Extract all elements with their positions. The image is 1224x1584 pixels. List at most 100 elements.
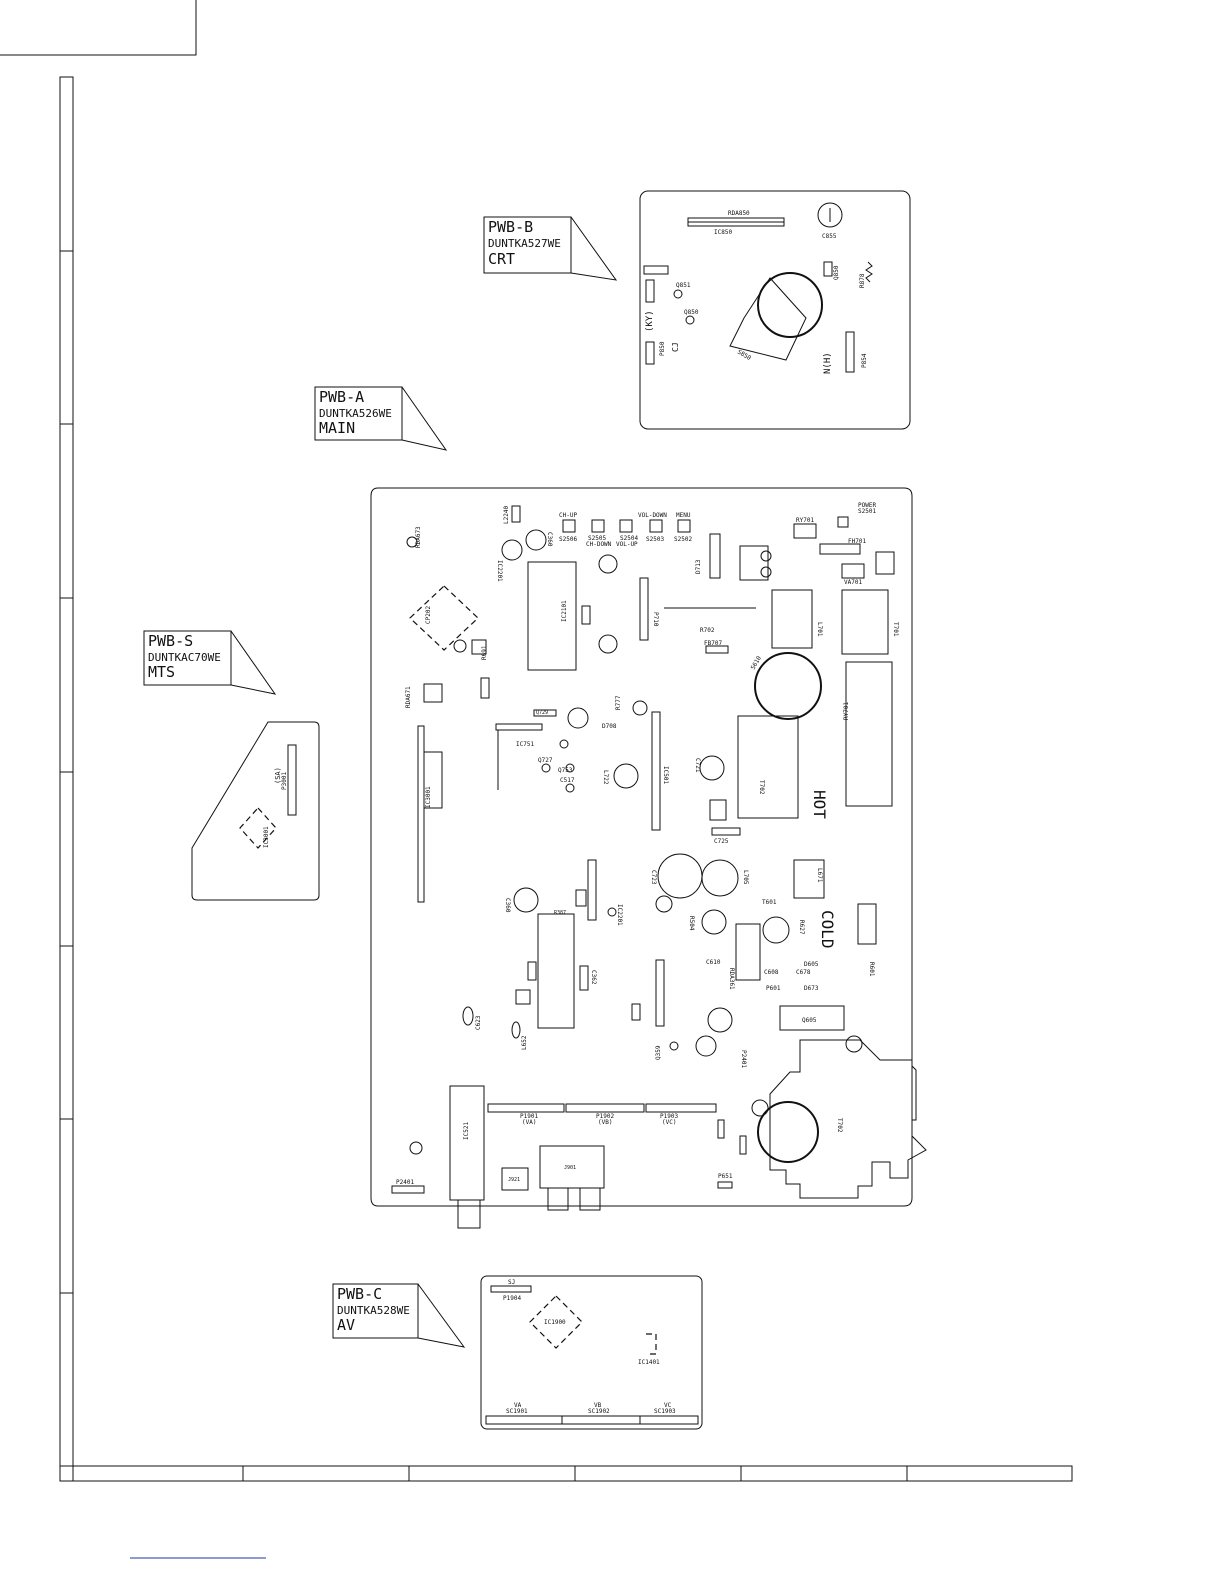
label-q2002: RDA673 (415, 526, 422, 548)
callout-pwb-a: PWB-A DUNTKA526WE MAIN (314, 386, 448, 451)
label-ky: (KY) (645, 310, 655, 332)
callout-name: PWB-C (337, 1285, 382, 1303)
label-p361: L2240 (503, 506, 510, 524)
callout-name: PWB-A (319, 388, 364, 406)
label-q851: Q851 (676, 282, 691, 289)
label-q729: Q727 (538, 757, 553, 764)
callout-role: MAIN (319, 419, 355, 437)
connector-j921: J921 (508, 1177, 520, 1183)
label-cp202: L652 (521, 1035, 528, 1050)
label-rda850: RDA850 (728, 210, 750, 217)
label-ic850: IC850 (714, 229, 732, 236)
label-r702: R702 (700, 627, 715, 634)
mts-board: P3001 (SA) IC3001 (191, 721, 320, 901)
callout-pwb-s: PWB-S DUNTKAC70WE MTS (143, 630, 277, 695)
switch-ref-s2505: S2505 (588, 535, 606, 542)
switch-ref-s2506: S2506 (559, 536, 577, 543)
label-cj: CJ (671, 342, 680, 352)
label-ic751: Q729 (536, 710, 548, 716)
title-block-corner (0, 0, 197, 56)
connector-j901: J901 (564, 1165, 576, 1171)
zone-hot: HOT (810, 790, 829, 819)
connector-ic521: IC521 (463, 1122, 470, 1140)
switch-label-vol-up: VOL-UP (616, 541, 638, 548)
label-fh701: FH701 (848, 538, 866, 545)
switch-ref-s2501: S2501 (858, 508, 876, 515)
callout-role: MTS (148, 663, 175, 681)
callout-part: DUNTKAC70WE (148, 651, 221, 664)
label-r611: RDA361 (728, 968, 735, 990)
main-board: CH-UP S2506 CH-DOWN S2505 VOL-UP S2504 V… (370, 487, 927, 1229)
callout-part: DUNTKA527WE (488, 237, 561, 250)
label-va701: VA701 (844, 579, 862, 586)
switch-ref-s2504: S2504 (620, 535, 638, 542)
label-ic201: R387 (554, 910, 566, 916)
label-d713: P710 (652, 612, 659, 627)
label-sj: SJ (508, 1279, 515, 1286)
label-r691: P2401 (740, 1050, 747, 1068)
connector-p1902-sub: (VB) (598, 1119, 612, 1126)
connector-p1902: P1902 (596, 1113, 614, 1120)
label-cp403: C623 (475, 1015, 482, 1030)
switch-label-power: POWER (858, 502, 876, 509)
label-fb707: FB707 (704, 640, 722, 647)
label-c610: D605 (804, 961, 819, 968)
label-q802: IC2201 (616, 904, 623, 926)
label-c680: C360 (504, 898, 511, 913)
label-p1904: P1904 (503, 1295, 521, 1302)
label-ic501: IC501 (662, 766, 669, 784)
label-p710: D713 (695, 559, 702, 574)
label-r878: R878 (859, 273, 866, 288)
callout-pwb-c: PWB-C DUNTKA528WE AV (332, 1283, 466, 1348)
connector-p2401: P2401 (396, 1179, 414, 1186)
switch-ref-s2502: S2502 (674, 536, 692, 543)
label-d673: P601 (766, 985, 781, 992)
label-p601: Q605 (802, 1017, 817, 1024)
left-ruler (59, 76, 74, 1482)
switch-label-ch-up: CH-UP (559, 512, 577, 519)
label-l2240: R691 (481, 645, 488, 660)
label-p3001: P3001 (281, 772, 288, 790)
label-p854: P854 (861, 353, 868, 368)
label-sc1902: SC1902 (588, 1408, 610, 1415)
label-q727: Q753 (558, 767, 573, 774)
label-rda361: IC2101 (561, 600, 568, 622)
label-c608: D673 (804, 985, 819, 992)
zone-cold: COLD (818, 910, 837, 949)
label-rda701: RY701 (843, 702, 850, 720)
callout-name: PWB-S (148, 632, 193, 650)
label-ic1401: IC1401 (638, 1359, 660, 1366)
av-board: SJ P1904 IC1900 IC1401 VA SC1901 VB SC19… (480, 1275, 703, 1430)
callout-part: DUNTKA526WE (319, 407, 392, 420)
label-x801: C362 (590, 970, 597, 985)
label-d605: C678 (796, 969, 811, 976)
callout-role: CRT (488, 250, 515, 268)
label-l671: R627 (798, 920, 805, 935)
label-p850: P850 (659, 341, 666, 356)
connector-p1901-sub: (VA) (522, 1119, 536, 1126)
label-sc1903: SC1903 (654, 1408, 676, 1415)
label-fb700: C725 (714, 838, 729, 845)
connector-p1903-sub: (VC) (662, 1119, 676, 1126)
label-c372: C360 (546, 532, 553, 547)
switch-row: CH-UP S2506 CH-DOWN S2505 VOL-UP S2504 V… (559, 502, 876, 548)
label-r627: C610 (706, 959, 721, 966)
label-rda602: R601 (868, 962, 875, 977)
label-ic3001: IC3001 (425, 786, 432, 808)
connector-p651: P651 (718, 1173, 733, 1180)
label-c517: L722 (602, 770, 609, 785)
switch-label-ch-down: CH-DOWN (586, 541, 612, 548)
label-ry701: RY701 (796, 517, 814, 524)
label-ic2101: RDA671 (405, 686, 412, 708)
callout-pwb-b: PWB-B DUNTKA527WE CRT (483, 216, 618, 281)
label-c725: C723 (650, 870, 657, 885)
label-c721: C721 (694, 758, 701, 773)
label-l642: R504 (688, 916, 695, 931)
crt-board: RDA850 IC850 C855 S850 Q851 Q850 (KY) P8… (639, 190, 911, 430)
switch-label-menu: MENU (676, 512, 691, 519)
label-vb: VB (594, 1402, 602, 1409)
label-va: VA (514, 1402, 522, 1409)
label-c371: IC2201 (496, 560, 503, 582)
label-sc1901: SC1901 (506, 1408, 528, 1415)
